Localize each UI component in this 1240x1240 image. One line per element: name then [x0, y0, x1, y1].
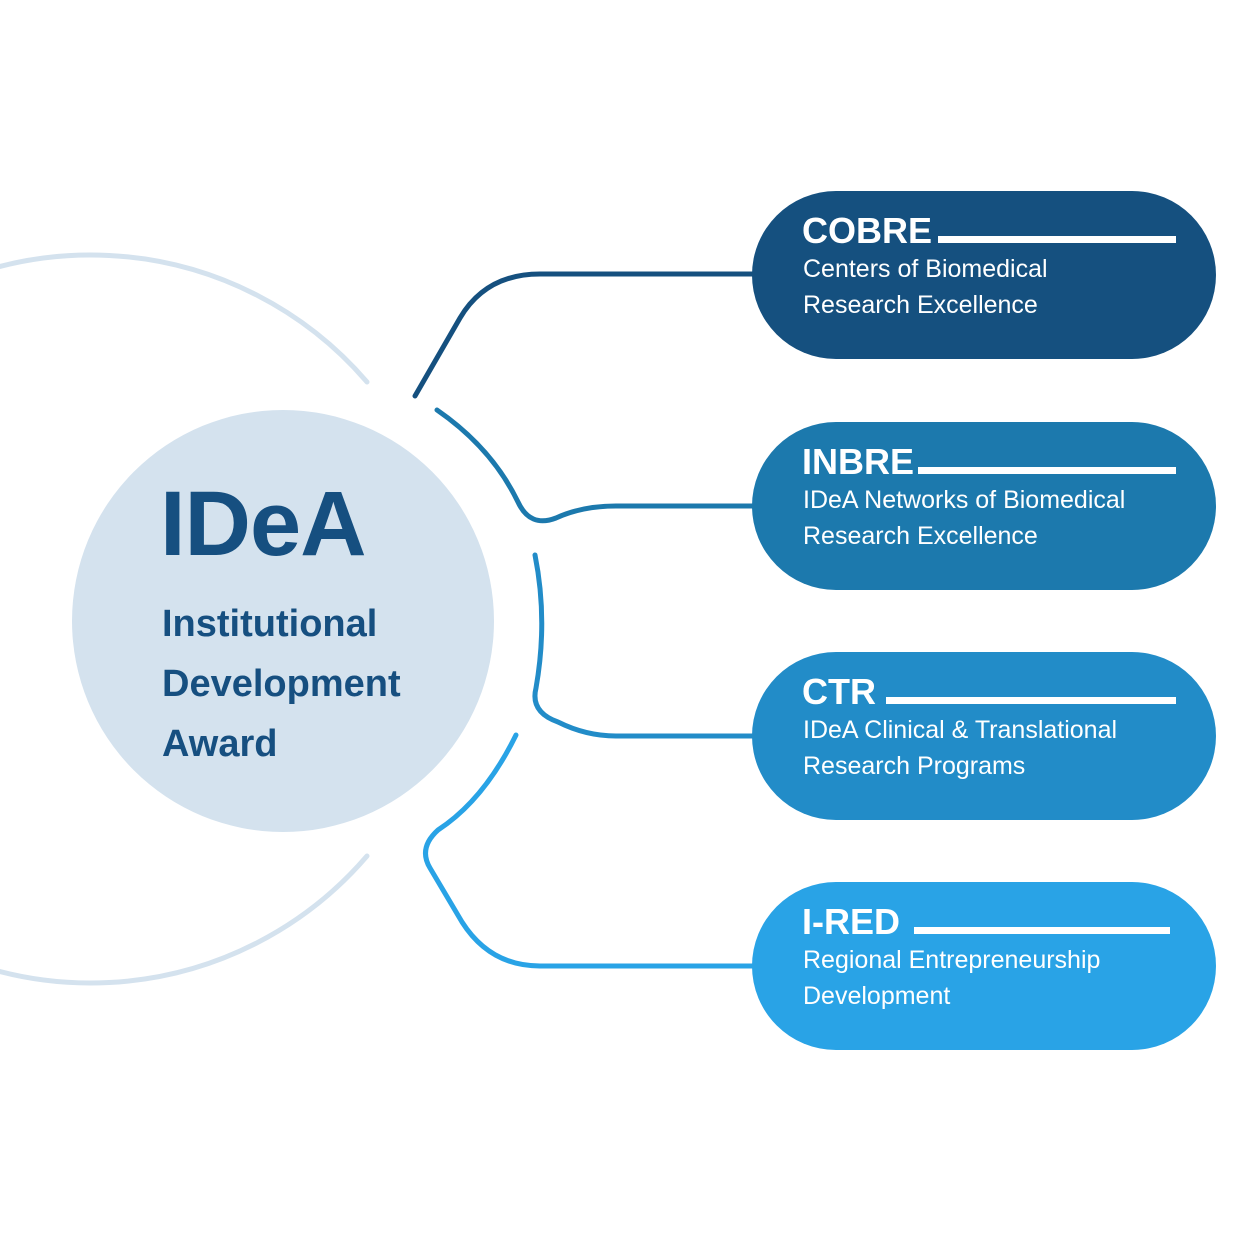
program-code: COBRE [802, 210, 933, 251]
outer-ring-arc [0, 252, 370, 986]
connector-ctr [532, 552, 759, 739]
description-line: Regional Entrepreneurship [803, 946, 1101, 974]
hub-title: IDeA [160, 473, 367, 575]
program-description: IDeA Networks of Biomedical Research Exc… [803, 482, 1125, 554]
connector-ired [423, 732, 759, 969]
connector-inbre [434, 407, 759, 524]
description-line: Development [803, 982, 951, 1010]
description-line: IDeA Clinical & Translational [803, 716, 1118, 744]
idea-hub-circle [72, 410, 494, 832]
hub-subtitle-line: Development [162, 663, 401, 705]
description-line: Centers of Biomedical [803, 255, 1048, 283]
description-line: IDeA Networks of Biomedical [803, 486, 1126, 514]
program-card-ctr: CTR IDeA Clinical & Translational Resear… [752, 652, 1216, 820]
program-card-ired: I-RED Regional Entrepreneurship Developm… [752, 882, 1216, 1050]
description-line: Research Programs [803, 752, 1026, 780]
program-code: CTR [802, 671, 876, 712]
program-code: INBRE [802, 441, 915, 482]
program-card-inbre: INBRE IDeA Networks of Biomedical Resear… [752, 422, 1216, 590]
program-description: Centers of Biomedical Research Excellenc… [803, 251, 1048, 323]
hub-subtitle-line: Institutional [162, 603, 378, 645]
title-underline [914, 927, 1170, 934]
program-description: IDeA Clinical & Translational Research P… [803, 712, 1117, 784]
title-underline [918, 467, 1176, 474]
program-card-cobre: COBRE Centers of Biomedical Research Exc… [752, 191, 1216, 359]
description-line: Research Excellence [803, 522, 1038, 550]
program-description: Regional Entrepreneurship Development [803, 942, 1100, 1014]
program-code: I-RED [802, 901, 900, 942]
connector-cobre [412, 271, 759, 399]
description-line: Research Excellence [803, 291, 1038, 319]
title-underline [886, 697, 1176, 704]
hub-subtitle: Institutional Development Award [162, 594, 401, 774]
hub-subtitle-line: Award [162, 723, 278, 765]
title-underline [938, 236, 1176, 243]
